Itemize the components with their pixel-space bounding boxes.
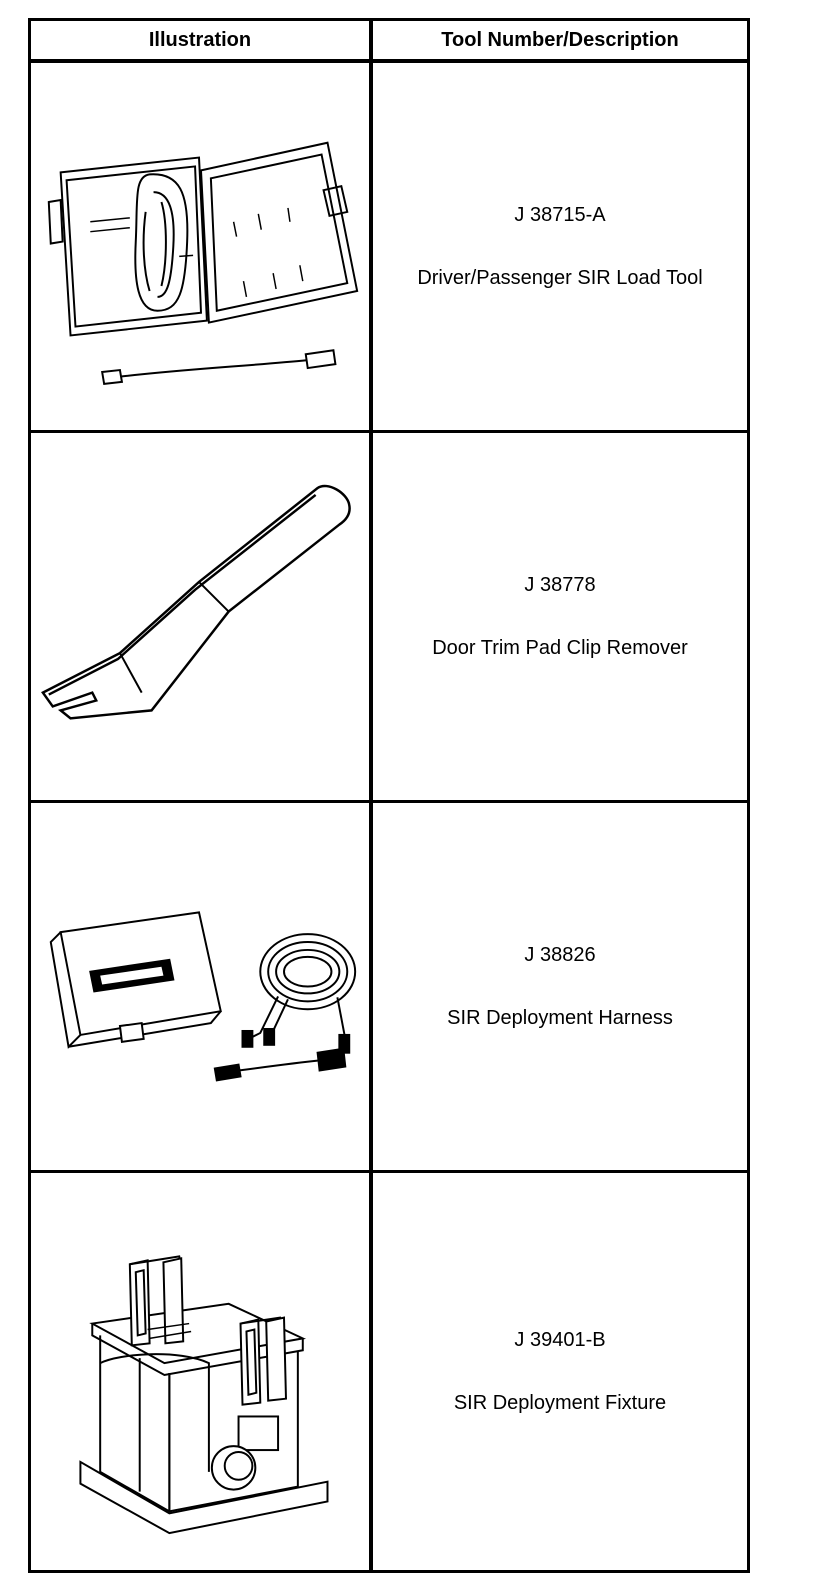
- tool-number: J 38715-A: [514, 203, 606, 226]
- table-row: J 38826 SIR Deployment Harness: [31, 803, 747, 1173]
- tools-table: Illustration Tool Number/Description: [28, 18, 750, 1573]
- table-row: J 39401-B SIR Deployment Fixture: [31, 1173, 747, 1570]
- deployment-harness-icon: [31, 803, 373, 1170]
- table-header: Illustration Tool Number/Description: [31, 21, 747, 63]
- tool-number: J 39401-B: [514, 1328, 606, 1351]
- header-illustration: Illustration: [31, 21, 373, 59]
- tool-description: SIR Deployment Fixture: [453, 1391, 667, 1414]
- table-row: J 38715-A Driver/Passenger SIR Load Tool: [31, 63, 747, 433]
- tool-description: SIR Deployment Harness: [447, 1006, 673, 1029]
- clip-remover-icon: [31, 433, 373, 800]
- load-tool-case-icon: [31, 63, 373, 430]
- deployment-fixture-icon: [31, 1173, 373, 1570]
- tool-description: Door Trim Pad Clip Remover: [432, 636, 688, 659]
- header-tool-description: Tool Number/Description: [441, 28, 679, 51]
- tool-number: J 38826: [524, 943, 596, 966]
- tool-number: J 38778: [524, 573, 596, 596]
- tool-description: Driver/Passenger SIR Load Tool: [417, 266, 703, 289]
- table-row: J 38778 Door Trim Pad Clip Remover: [31, 433, 747, 803]
